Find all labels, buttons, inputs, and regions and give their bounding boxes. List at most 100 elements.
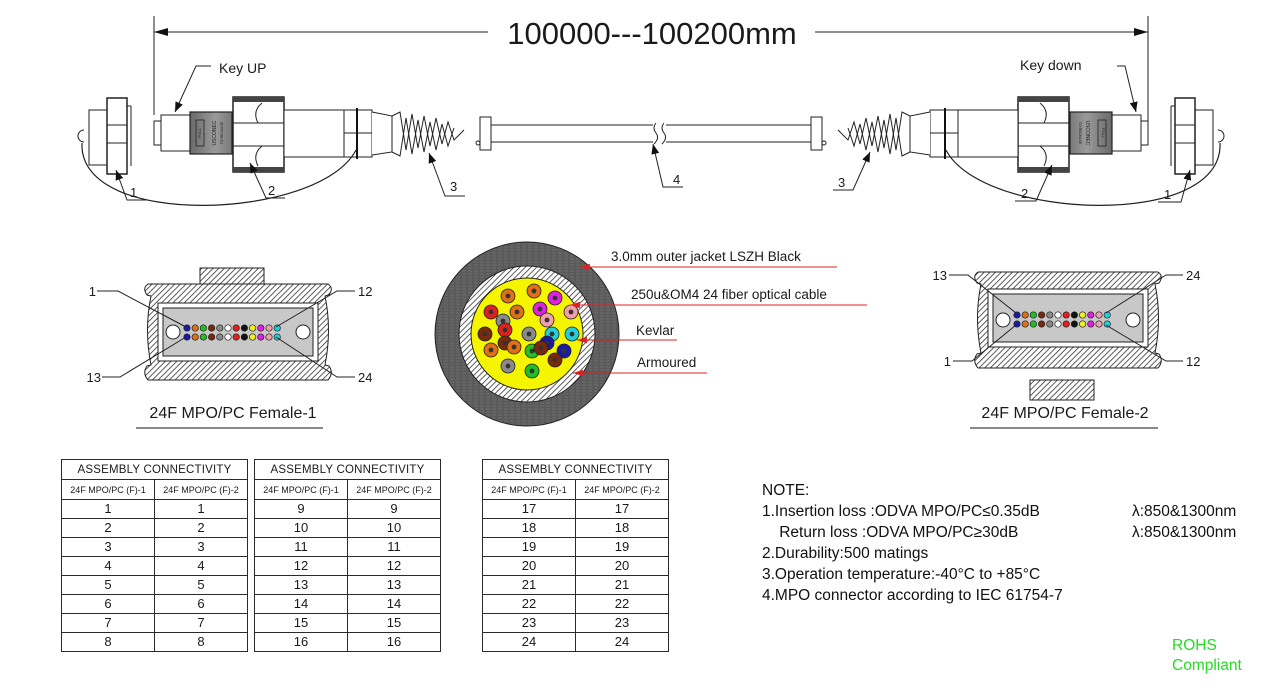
fiber-dot xyxy=(232,324,240,332)
fiber-core xyxy=(531,288,537,294)
label-armoured: Armoured xyxy=(637,355,696,370)
table-cell: 12 xyxy=(347,556,441,576)
table-cell: 14 xyxy=(347,594,441,614)
table-cell: 16 xyxy=(347,632,441,652)
fiber-core xyxy=(502,327,508,333)
callout-3-left: 3 xyxy=(450,179,457,194)
fiber-dot xyxy=(257,333,265,341)
table-cell: 14 xyxy=(254,594,348,614)
fiber-dot xyxy=(249,333,257,341)
table-cell: 23 xyxy=(575,613,669,633)
table-cell: 9 xyxy=(347,499,441,519)
table-title: ASSEMBLY CONNECTIVITY xyxy=(61,459,248,480)
table-cell: 11 xyxy=(347,537,441,557)
notes-heading: NOTE: xyxy=(762,482,810,499)
table-cell: 10 xyxy=(347,518,441,538)
fiber-dot xyxy=(273,324,281,332)
pin-label-1-f2: 1 xyxy=(944,354,951,369)
fiber-dot xyxy=(1103,320,1111,328)
fiber-core xyxy=(511,344,517,350)
table-cell: 3 xyxy=(61,537,155,557)
fiber-core xyxy=(505,363,511,369)
table-cell: 12 xyxy=(254,556,348,576)
rohs-line-1: ROHS xyxy=(1172,637,1217,654)
fiber-dot xyxy=(249,324,257,332)
table-cell: 18 xyxy=(575,518,669,538)
fiber-dots-face-2 xyxy=(1013,311,1111,328)
table-cell: 1 xyxy=(154,499,248,519)
pin-label-13: 13 xyxy=(87,370,101,385)
fiber-dot xyxy=(191,324,199,332)
connector-pull-text: PULL xyxy=(197,127,202,138)
fiber-dot xyxy=(1079,320,1087,328)
cable xyxy=(491,122,812,145)
table-cell: 11 xyxy=(254,537,348,557)
fiber-dot xyxy=(216,333,224,341)
connector-release-text: TO RELEASE xyxy=(220,121,224,144)
right-connector xyxy=(810,96,1225,206)
fiber-core xyxy=(538,345,544,351)
fiber-dot xyxy=(199,324,207,332)
table-cell: 10 xyxy=(254,518,348,538)
pin-label-24-f2: 24 xyxy=(1186,268,1200,283)
table-cell: 19 xyxy=(482,537,576,557)
length-dimension-text: 100000---100200mm xyxy=(507,16,797,51)
fiber-core xyxy=(561,348,567,354)
fiber-dot xyxy=(1070,320,1078,328)
left-connector: USCONEC TO RELEASE PULL Key UP xyxy=(77,60,492,206)
fiber-dot xyxy=(1070,311,1078,319)
fiber-core xyxy=(544,317,550,323)
table-cell: 21 xyxy=(482,575,576,595)
fiber-core xyxy=(537,306,543,312)
fiber-core xyxy=(552,357,558,363)
table-cell: 20 xyxy=(482,556,576,576)
column-header: 24F MPO/PC (F)-1 xyxy=(61,479,155,500)
note-text: 3.Operation temperature:-40°C to +85°C xyxy=(762,566,1041,583)
note-wavelength: λ:850&1300nm xyxy=(1132,503,1237,520)
key-down-label: Key down xyxy=(1020,57,1081,73)
callout-1-left: 1 xyxy=(130,185,137,200)
column-header: 24F MPO/PC (F)-2 xyxy=(575,479,669,500)
table-title: ASSEMBLY CONNECTIVITY xyxy=(482,459,669,480)
fiber-dot xyxy=(183,324,191,332)
fiber-dot xyxy=(1029,311,1037,319)
table-title: ASSEMBLY CONNECTIVITY xyxy=(254,459,441,480)
rohs-badge: ROHS Compliant xyxy=(1172,636,1242,676)
fiber-core xyxy=(568,309,574,315)
fiber-dot xyxy=(1029,320,1037,328)
note-item: 4.MPO connector according to IEC 61754-7 xyxy=(762,585,1063,606)
fiber-dot xyxy=(224,324,232,332)
fiber-dot xyxy=(1046,311,1054,319)
table-cell: 5 xyxy=(154,575,248,595)
callout-2-right: 2 xyxy=(1021,186,1028,201)
table-cell: 19 xyxy=(575,537,669,557)
callout-4-cable: 4 xyxy=(673,172,680,187)
fiber-dot xyxy=(232,333,240,341)
callouts: 1 2 3 4 3 2 1 xyxy=(115,143,1192,203)
fiber-dot xyxy=(1087,320,1095,328)
fiber-dot xyxy=(265,333,273,341)
fiber-core xyxy=(549,331,555,337)
column-header: 24F MPO/PC (F)-1 xyxy=(482,479,576,500)
label-kevlar: Kevlar xyxy=(636,323,675,338)
end-face-female-2: 13 24 1 12 24F MPO/PC Female-2 xyxy=(933,268,1200,429)
table-cell: 17 xyxy=(575,499,669,519)
fiber-dot xyxy=(265,324,273,332)
cable-cross-section: 3.0mm outer jacket LSZH Black 250u&OM4 2… xyxy=(434,241,867,427)
